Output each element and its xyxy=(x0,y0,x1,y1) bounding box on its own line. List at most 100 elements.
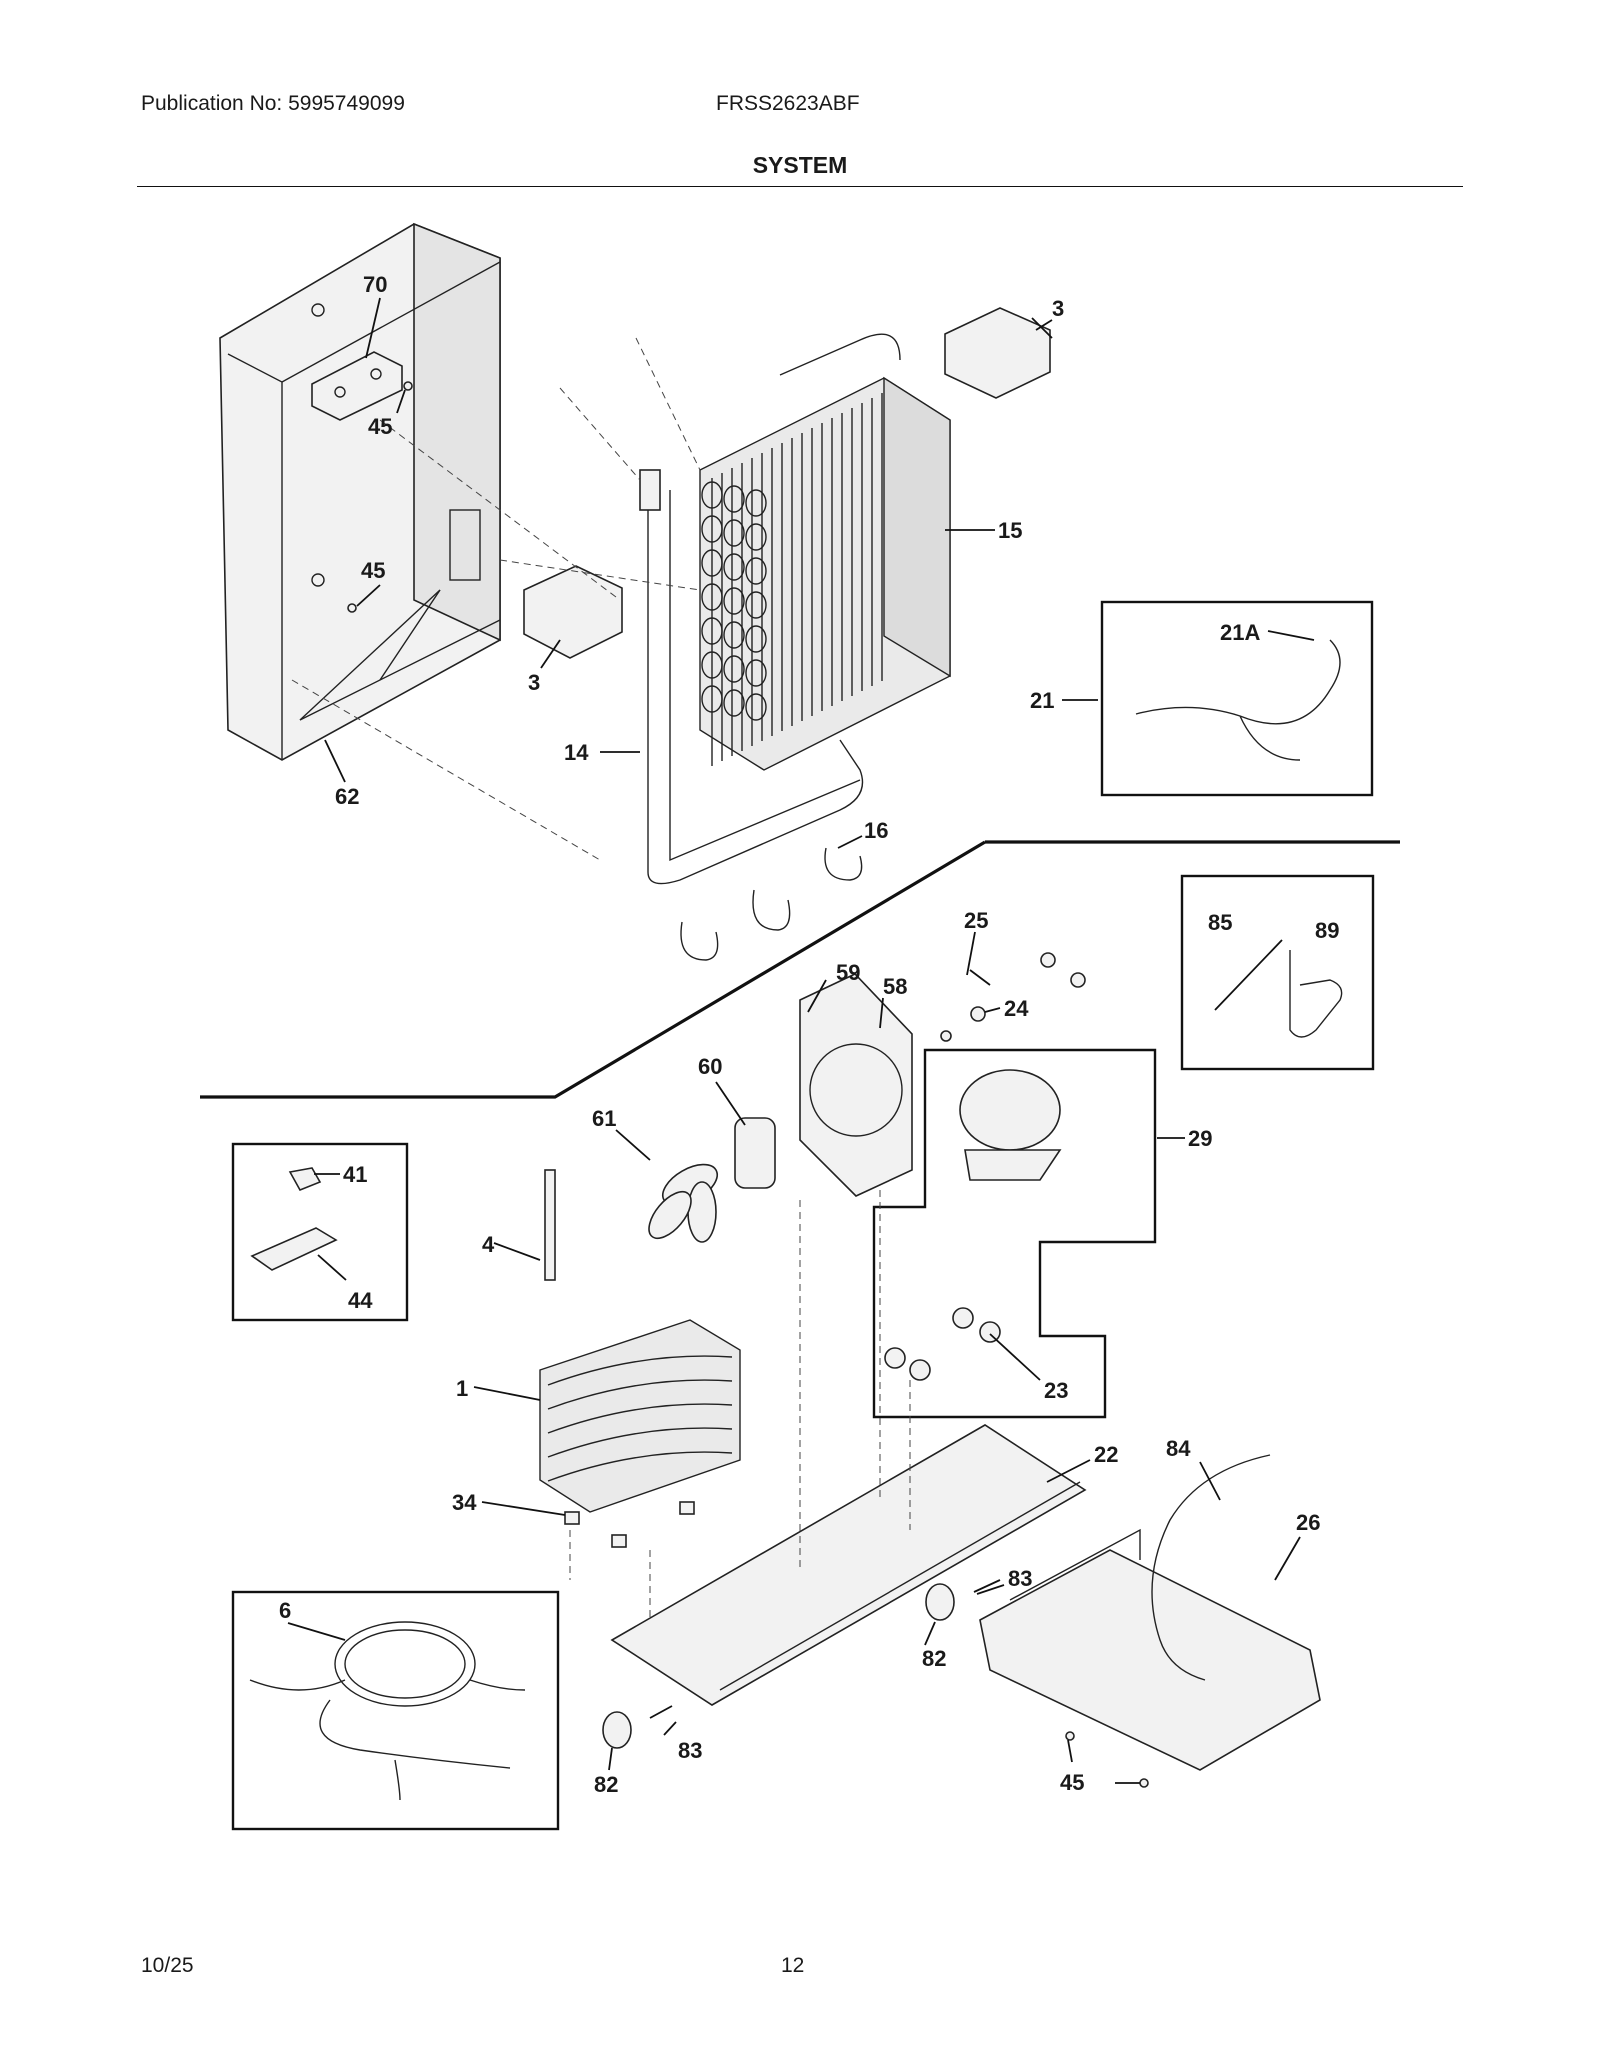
coil-tube-end xyxy=(745,659,767,687)
callout-21A: 21A xyxy=(1220,620,1260,645)
callout-45: 45 xyxy=(368,414,392,439)
fan-blade-part-61 xyxy=(648,1163,718,1243)
callout-22: 22 xyxy=(1094,1442,1118,1467)
callout-16: 16 xyxy=(864,818,888,843)
section-divider-diagonal xyxy=(200,840,986,1099)
condenser-tube xyxy=(547,1451,733,1482)
screw-part-45c xyxy=(1065,1731,1075,1741)
callout-24: 24 xyxy=(1004,996,1029,1021)
callout-14: 14 xyxy=(564,740,589,765)
callout-83: 83 xyxy=(1008,1566,1032,1591)
publication-number: Publication No: 5995749099 xyxy=(141,92,405,115)
header-rule xyxy=(137,186,1463,187)
tube-part-85 xyxy=(1214,939,1283,1011)
coil-tube-end xyxy=(701,685,723,713)
coil-tube-end xyxy=(723,689,745,717)
condenser-coil-part-1 xyxy=(539,1319,741,1513)
callout-6: 6 xyxy=(279,1598,291,1623)
callout-89: 89 xyxy=(1315,918,1339,943)
base-plate-part-22 xyxy=(610,1424,1087,1706)
drain-tube-part-14 xyxy=(647,480,864,885)
roller-part-82a xyxy=(925,1583,955,1621)
screw-part-45b xyxy=(347,603,357,613)
callout-60: 60 xyxy=(698,1054,722,1079)
callout-82: 82 xyxy=(594,1772,618,1797)
clip-part-34 xyxy=(564,1511,580,1525)
condenser-tube xyxy=(547,1403,733,1434)
coil-tube-end xyxy=(745,625,767,653)
coil-tube-end xyxy=(723,519,745,547)
coil-tube-end xyxy=(745,557,767,585)
callout-84: 84 xyxy=(1166,1436,1191,1461)
callout-26: 26 xyxy=(1296,1510,1320,1535)
bracket-part-44 xyxy=(250,1227,338,1271)
washer-part-24b xyxy=(1040,952,1056,968)
pin-part-83b xyxy=(649,1705,673,1719)
fan-motor-part-60 xyxy=(734,1117,776,1189)
model-number: FRSS2623ABF xyxy=(716,92,860,115)
back-panel-part-62 xyxy=(219,222,501,761)
callout-44: 44 xyxy=(348,1288,373,1313)
grommets-part-23 xyxy=(884,1307,1001,1381)
clip-part-25 xyxy=(969,969,991,986)
callout-15: 15 xyxy=(998,518,1022,543)
callout-70: 70 xyxy=(363,272,387,297)
callout-45: 45 xyxy=(1060,1770,1084,1795)
callout-4: 4 xyxy=(482,1232,495,1257)
pin-part-83a xyxy=(973,1579,1001,1593)
washer-part-24c xyxy=(1070,972,1086,988)
evaporator-coil-part-15 xyxy=(699,333,951,771)
coil-tube-end xyxy=(723,485,745,513)
callout-3: 3 xyxy=(1052,296,1064,321)
clip-part-16c xyxy=(752,889,791,931)
callout-34: 34 xyxy=(452,1490,477,1515)
compressor-part-29 xyxy=(959,1069,1062,1181)
condenser-tube xyxy=(547,1379,733,1410)
coil-tube-end xyxy=(701,583,723,611)
condenser-tube xyxy=(547,1427,733,1458)
callout-1: 1 xyxy=(456,1376,468,1401)
screw-part-45a xyxy=(403,381,413,391)
coil-tube-end xyxy=(723,553,745,581)
callout-61: 61 xyxy=(592,1106,616,1131)
parts-box-85-89 xyxy=(1180,874,1375,1071)
thermistor-connector xyxy=(639,469,661,511)
parts-box-6 xyxy=(231,1590,560,1831)
coil-tube-end xyxy=(701,515,723,543)
coil-tube-end xyxy=(745,523,767,551)
coil-tube-end xyxy=(701,651,723,679)
coil-tube-end xyxy=(701,617,723,645)
coil-tube-end xyxy=(723,655,745,683)
callout-83: 83 xyxy=(678,1738,702,1763)
callout-29: 29 xyxy=(1188,1126,1212,1151)
compressor-box-part-29 xyxy=(872,1048,1157,1419)
coil-tube-end xyxy=(723,621,745,649)
thermistor-part-4 xyxy=(544,1169,556,1281)
wire-harness-box-part-21 xyxy=(1100,600,1374,797)
heater-cord-part-6 xyxy=(249,1621,526,1801)
drain-hose-part-84 xyxy=(1151,1454,1271,1681)
roller-part-82b xyxy=(602,1711,632,1749)
washer-part-24 xyxy=(970,1006,986,1022)
footer-date: 10/25 xyxy=(141,1954,194,1977)
screw-part-58 xyxy=(940,1030,952,1042)
clip-part-34b xyxy=(611,1534,627,1548)
insulation-block-part-3a xyxy=(944,307,1051,399)
callout-58: 58 xyxy=(883,974,907,999)
screw-part-45d xyxy=(1139,1778,1149,1788)
callout-23: 23 xyxy=(1044,1378,1068,1403)
coil-tube-end xyxy=(723,587,745,615)
coil-tube-end xyxy=(745,693,767,721)
coil-tube-end xyxy=(701,481,723,509)
callout-45: 45 xyxy=(361,558,385,583)
coil-tube-end xyxy=(745,591,767,619)
fan-shroud-part-59 xyxy=(799,973,913,1197)
clip-part-16 xyxy=(824,847,863,881)
page-number: 12 xyxy=(781,1954,805,1977)
callout-25: 25 xyxy=(964,908,988,933)
callout-3: 3 xyxy=(528,670,540,695)
drain-pan-part-26 xyxy=(979,1528,1321,1771)
insulation-block-part-3b xyxy=(523,565,623,659)
condenser-tube xyxy=(547,1355,733,1386)
